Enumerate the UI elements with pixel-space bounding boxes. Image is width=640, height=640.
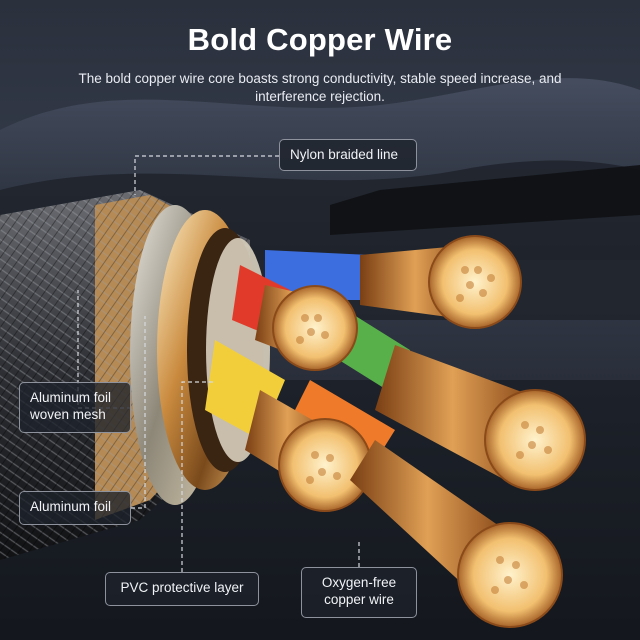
callout-aluminum-foil: Aluminum foil <box>19 491 131 525</box>
callout-text-line1: Aluminum foil <box>30 390 112 405</box>
callout-text: Aluminum foil <box>30 499 112 514</box>
callout-text: Nylon braided line <box>290 147 399 162</box>
callout-text-line2: copper wire <box>324 592 394 607</box>
callout-pvc-protective-layer: PVC protective layer <box>105 572 259 606</box>
callout-text: PVC protective layer <box>120 580 244 595</box>
copper-strands <box>245 235 586 628</box>
callout-aluminum-foil-woven-mesh: Aluminum foil woven mesh <box>19 382 131 433</box>
callout-oxygen-free-copper-wire: Oxygen-free copper wire <box>301 567 417 618</box>
page-subtitle: The bold copper wire core boasts strong … <box>78 71 562 104</box>
strand-dots <box>296 266 552 594</box>
callout-nylon-braided-line: Nylon braided line <box>279 139 417 171</box>
callout-text-line1: Oxygen-free <box>321 575 397 590</box>
callout-text-line2: woven mesh <box>30 407 106 422</box>
page-title: Bold Copper Wire <box>187 22 453 57</box>
